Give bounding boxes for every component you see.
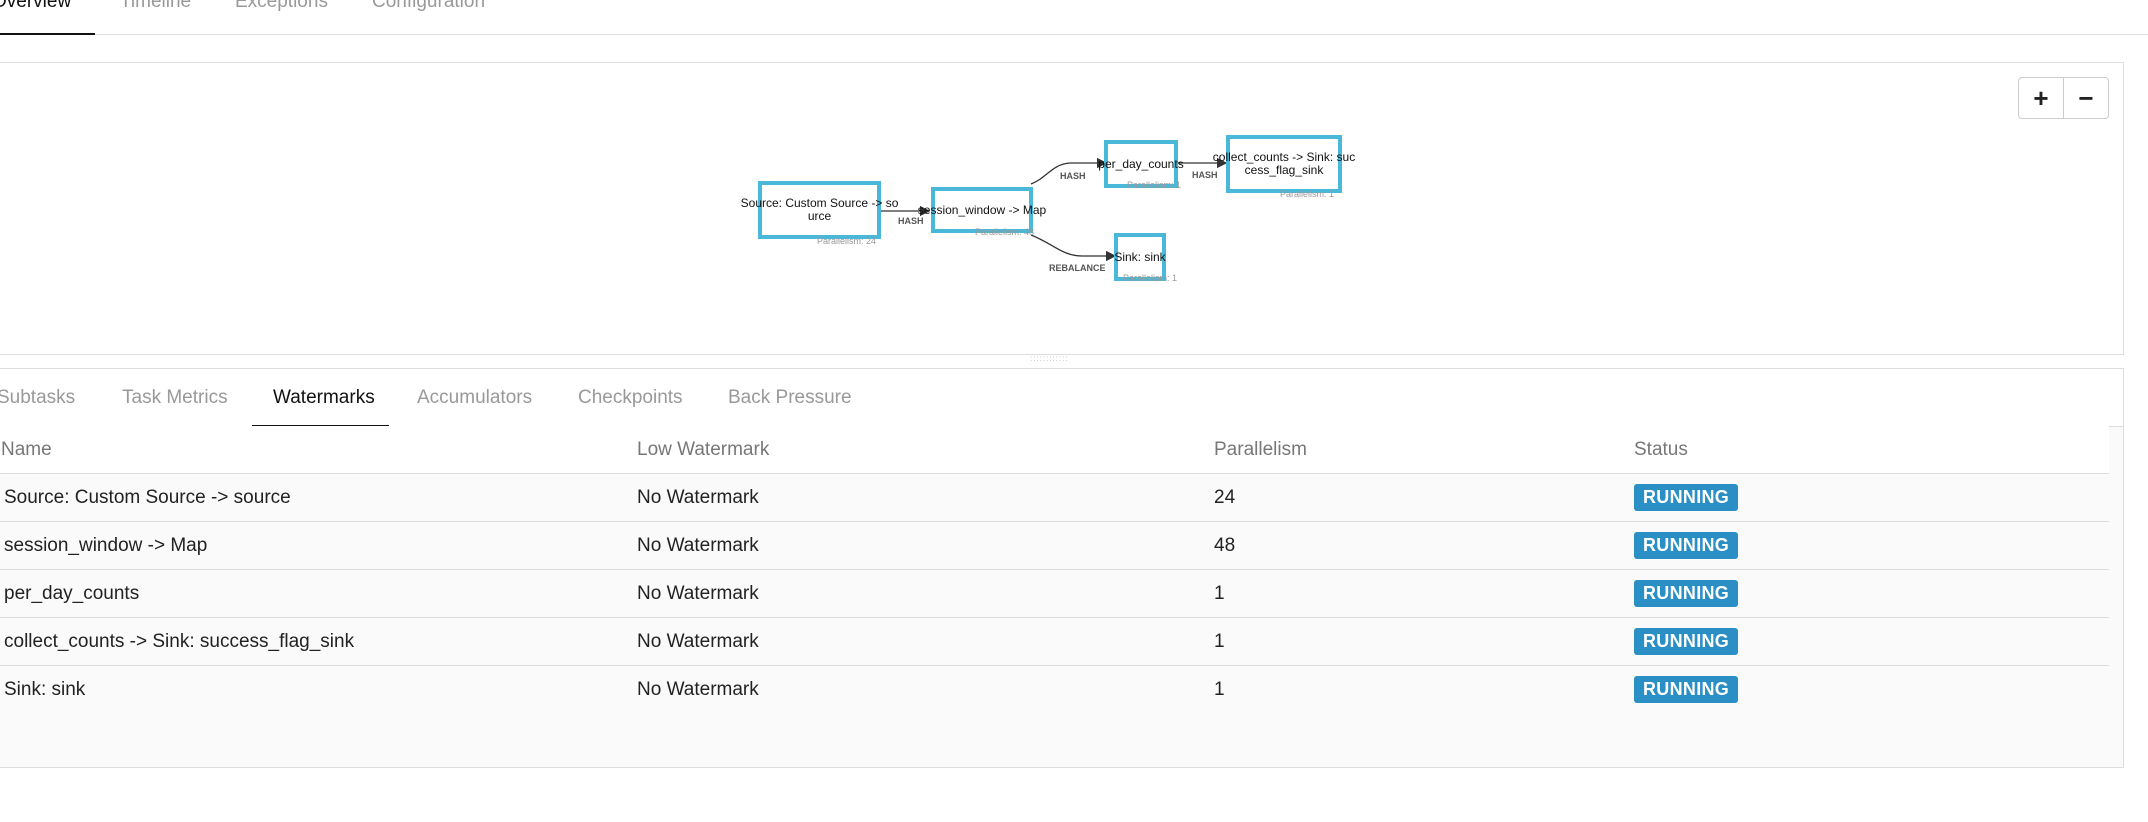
status-badge: RUNNING: [1634, 628, 1739, 655]
row-low-watermark: No Watermark: [637, 630, 759, 652]
tab-accumulators[interactable]: Accumulators: [417, 387, 533, 408]
row-name: session_window -> Map: [4, 534, 208, 556]
zoom-controls: + −: [2018, 77, 2109, 119]
table-row[interactable]: collect_counts -> Sink: success_flag_sin…: [0, 618, 2109, 666]
tab-exceptions[interactable]: Exceptions: [235, 0, 328, 12]
tab-back-pressure[interactable]: Back Pressure: [728, 387, 852, 408]
node-parallelism: Parallelism: 24: [817, 236, 877, 246]
tab-subtasks[interactable]: Subtasks: [0, 387, 76, 408]
node-label: Sink: sink: [1114, 249, 1166, 264]
node-parallelism: Parallelism: 1: [1280, 189, 1335, 199]
plan-node-sink[interactable]: Sink: sink: [1114, 233, 1166, 281]
table-row[interactable]: per_day_counts No Watermark 1 RUNNING: [0, 570, 2109, 618]
panel-resize-handle[interactable]: ::::::::::::: [1030, 356, 1069, 362]
status-badge: RUNNING: [1634, 580, 1739, 607]
node-label: collect_counts -> Sink: suc: [1212, 150, 1356, 164]
column-header-parallelism: Parallelism: [1214, 438, 1307, 460]
edge-label: HASH: [1060, 171, 1086, 181]
plan-node-per-day-counts[interactable]: per_day_counts: [1098, 140, 1184, 188]
plan-graph-edges: [879, 157, 1228, 262]
row-low-watermark: No Watermark: [637, 486, 759, 508]
node-parallelism: Parallelism: 1: [1123, 273, 1178, 283]
row-low-watermark: No Watermark: [637, 534, 759, 556]
tab-watermarks[interactable]: Watermarks: [273, 387, 375, 408]
table-row[interactable]: session_window -> Map No Watermark 48 RU…: [0, 522, 2109, 570]
tab-timeline[interactable]: Timeline: [120, 0, 192, 12]
node-parallelism: Parallelism: 48: [975, 227, 1035, 237]
node-parallelism: Parallelism: 1: [1127, 180, 1182, 190]
node-label: session_window -> Map: [917, 202, 1047, 217]
row-parallelism: 1: [1214, 582, 1225, 604]
column-header-low-watermark: Low Watermark: [637, 438, 770, 460]
edge-session-sink: [1030, 234, 1117, 262]
node-label: per_day_counts: [1098, 156, 1184, 171]
table-row[interactable]: Source: Custom Source -> source No Water…: [0, 474, 2109, 522]
column-header-status: Status: [1634, 438, 1688, 460]
node-label: cess_flag_sink: [1244, 163, 1324, 177]
edge-session-perday: [1030, 157, 1108, 185]
row-parallelism: 1: [1214, 630, 1225, 652]
table-header: Name Low Watermark Parallelism Status: [0, 426, 2109, 474]
row-name: collect_counts -> Sink: success_flag_sin…: [4, 630, 355, 652]
tab-configuration[interactable]: Configuration: [372, 0, 486, 12]
status-badge: RUNNING: [1634, 484, 1739, 511]
row-low-watermark: No Watermark: [637, 678, 759, 700]
zoom-in-button[interactable]: +: [2018, 77, 2064, 119]
row-name: Sink: sink: [4, 678, 86, 700]
active-tab-indicator: [0, 33, 95, 35]
row-low-watermark: No Watermark: [637, 582, 759, 604]
row-parallelism: 48: [1214, 534, 1236, 556]
tab-overview[interactable]: Overview: [0, 0, 72, 12]
tab-checkpoints[interactable]: Checkpoints: [578, 387, 683, 408]
node-label: urce: [807, 209, 832, 223]
status-badge: RUNNING: [1634, 676, 1739, 703]
tab-task-metrics[interactable]: Task Metrics: [122, 387, 228, 408]
row-name: per_day_counts: [4, 582, 140, 604]
vertex-tabs: Subtasks Task Metrics Watermarks Accumul…: [0, 369, 2123, 427]
table-row[interactable]: Sink: sink No Watermark 1 RUNNING: [0, 666, 2109, 713]
edge-label: HASH: [1192, 170, 1218, 180]
node-label: Source: Custom Source -> so: [740, 196, 899, 210]
row-name: Source: Custom Source -> source: [4, 486, 291, 508]
vertex-details-panel: Subtasks Task Metrics Watermarks Accumul…: [0, 368, 2124, 768]
edge-label: REBALANCE: [1049, 263, 1106, 273]
row-parallelism: 24: [1214, 486, 1236, 508]
edge-label: HASH: [898, 216, 924, 226]
plan-node-session-window[interactable]: session_window -> Map: [918, 187, 1046, 233]
status-badge: RUNNING: [1634, 532, 1739, 559]
column-header-name: Name: [1, 438, 52, 460]
job-tabs: Overview Timeline Exceptions Configurati…: [0, 0, 2148, 35]
row-parallelism: 1: [1214, 678, 1225, 700]
zoom-out-button[interactable]: −: [2063, 77, 2109, 119]
